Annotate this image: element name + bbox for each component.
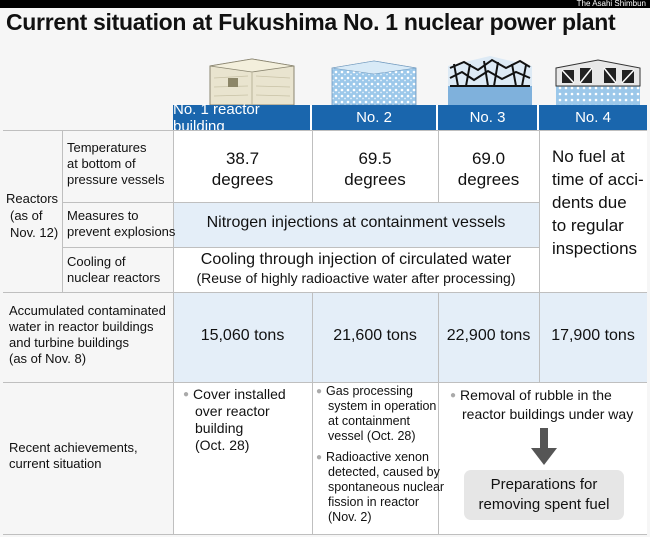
divider-col3 (539, 130, 540, 292)
bullet-icon: ● (450, 390, 457, 401)
cooling-text: Cooling through injection of circulated … (200, 251, 512, 268)
water-no3: 22,900 tons (446, 327, 531, 344)
reactor-1-building-illustration (209, 58, 295, 105)
reactors-group-label: Reactors (as of Nov. 12) (6, 191, 59, 240)
temp-no2: 69.5 degrees (344, 149, 406, 189)
preparations-box: Preparations for removing spent fuel (464, 470, 624, 520)
down-arrow-icon (531, 428, 557, 465)
column-header-no3: No. 3 (438, 105, 539, 130)
divider-col2 (438, 130, 439, 202)
measures-panel (173, 202, 539, 247)
column-header-no2: No. 2 (312, 105, 438, 130)
achievements-label: Recent achievements, current situation (9, 440, 138, 471)
achievement-no1: ●Cover installed over reactor building (… (183, 386, 286, 453)
measures-label: Measures to prevent explosions (67, 208, 176, 239)
divider-water (3, 292, 647, 293)
divider-temps (62, 202, 539, 203)
water-no1: 15,060 tons (200, 327, 285, 344)
top-bar (0, 0, 650, 8)
reactor-3-building-illustration (448, 56, 532, 105)
achievement-no34: ●Removal of rubble in the reactor buildi… (450, 387, 634, 422)
measures-text: Nitrogen injections at containment vesse… (206, 214, 506, 231)
reactor-4-building-illustration (555, 59, 641, 105)
divider-water-col1 (312, 292, 313, 534)
reactor-2-building-illustration (331, 60, 417, 105)
cooling-subtext: (Reuse of highly radioactive water after… (196, 270, 516, 286)
credit: The Asahi Shimbun (576, 0, 646, 8)
divider-measures (62, 247, 539, 248)
column-header-no1: No. 1 reactor building (173, 101, 312, 135)
water-panel (173, 292, 647, 382)
water-no4: 17,900 tons (551, 327, 635, 344)
achievement-no2-a: ●Gas processing system in operation at c… (316, 384, 437, 443)
bullet-icon: ● (316, 452, 323, 463)
no4-note-panel (539, 130, 647, 292)
water-label: Accumulated contaminated water in reacto… (9, 303, 166, 366)
divider-water-col2 (438, 292, 439, 382)
cooling-label: Cooling of nuclear reactors (67, 254, 161, 285)
bullet-icon: ● (316, 386, 323, 397)
cooling-panel (173, 247, 539, 292)
bullet-icon: ● (183, 389, 190, 400)
divider-water-col3 (539, 292, 540, 382)
divider-reactor-group (62, 130, 63, 292)
divider-bottom (3, 534, 647, 535)
divider-label-col (173, 130, 174, 534)
achievement-no2-b: ●Radioactive xenon detected, caused by s… (316, 450, 445, 524)
page-title: Current situation at Fukushima No. 1 nuc… (6, 9, 616, 35)
temperatures-label: Temperatures at bottom of pressure vesse… (67, 140, 165, 187)
divider-achievements (3, 382, 647, 383)
divider-ach-col2 (438, 382, 439, 534)
temp-no3: 69.0 degrees (457, 149, 520, 189)
divider-col1 (312, 130, 313, 202)
temp-no1: 38.7 degrees (211, 149, 274, 189)
divider-top (3, 130, 647, 131)
no4-note: No fuel at time of acci- dents due to re… (552, 147, 644, 258)
temps-panel (173, 130, 539, 202)
water-no2: 21,600 tons (333, 327, 417, 344)
column-header-no4: No. 4 (539, 105, 647, 130)
